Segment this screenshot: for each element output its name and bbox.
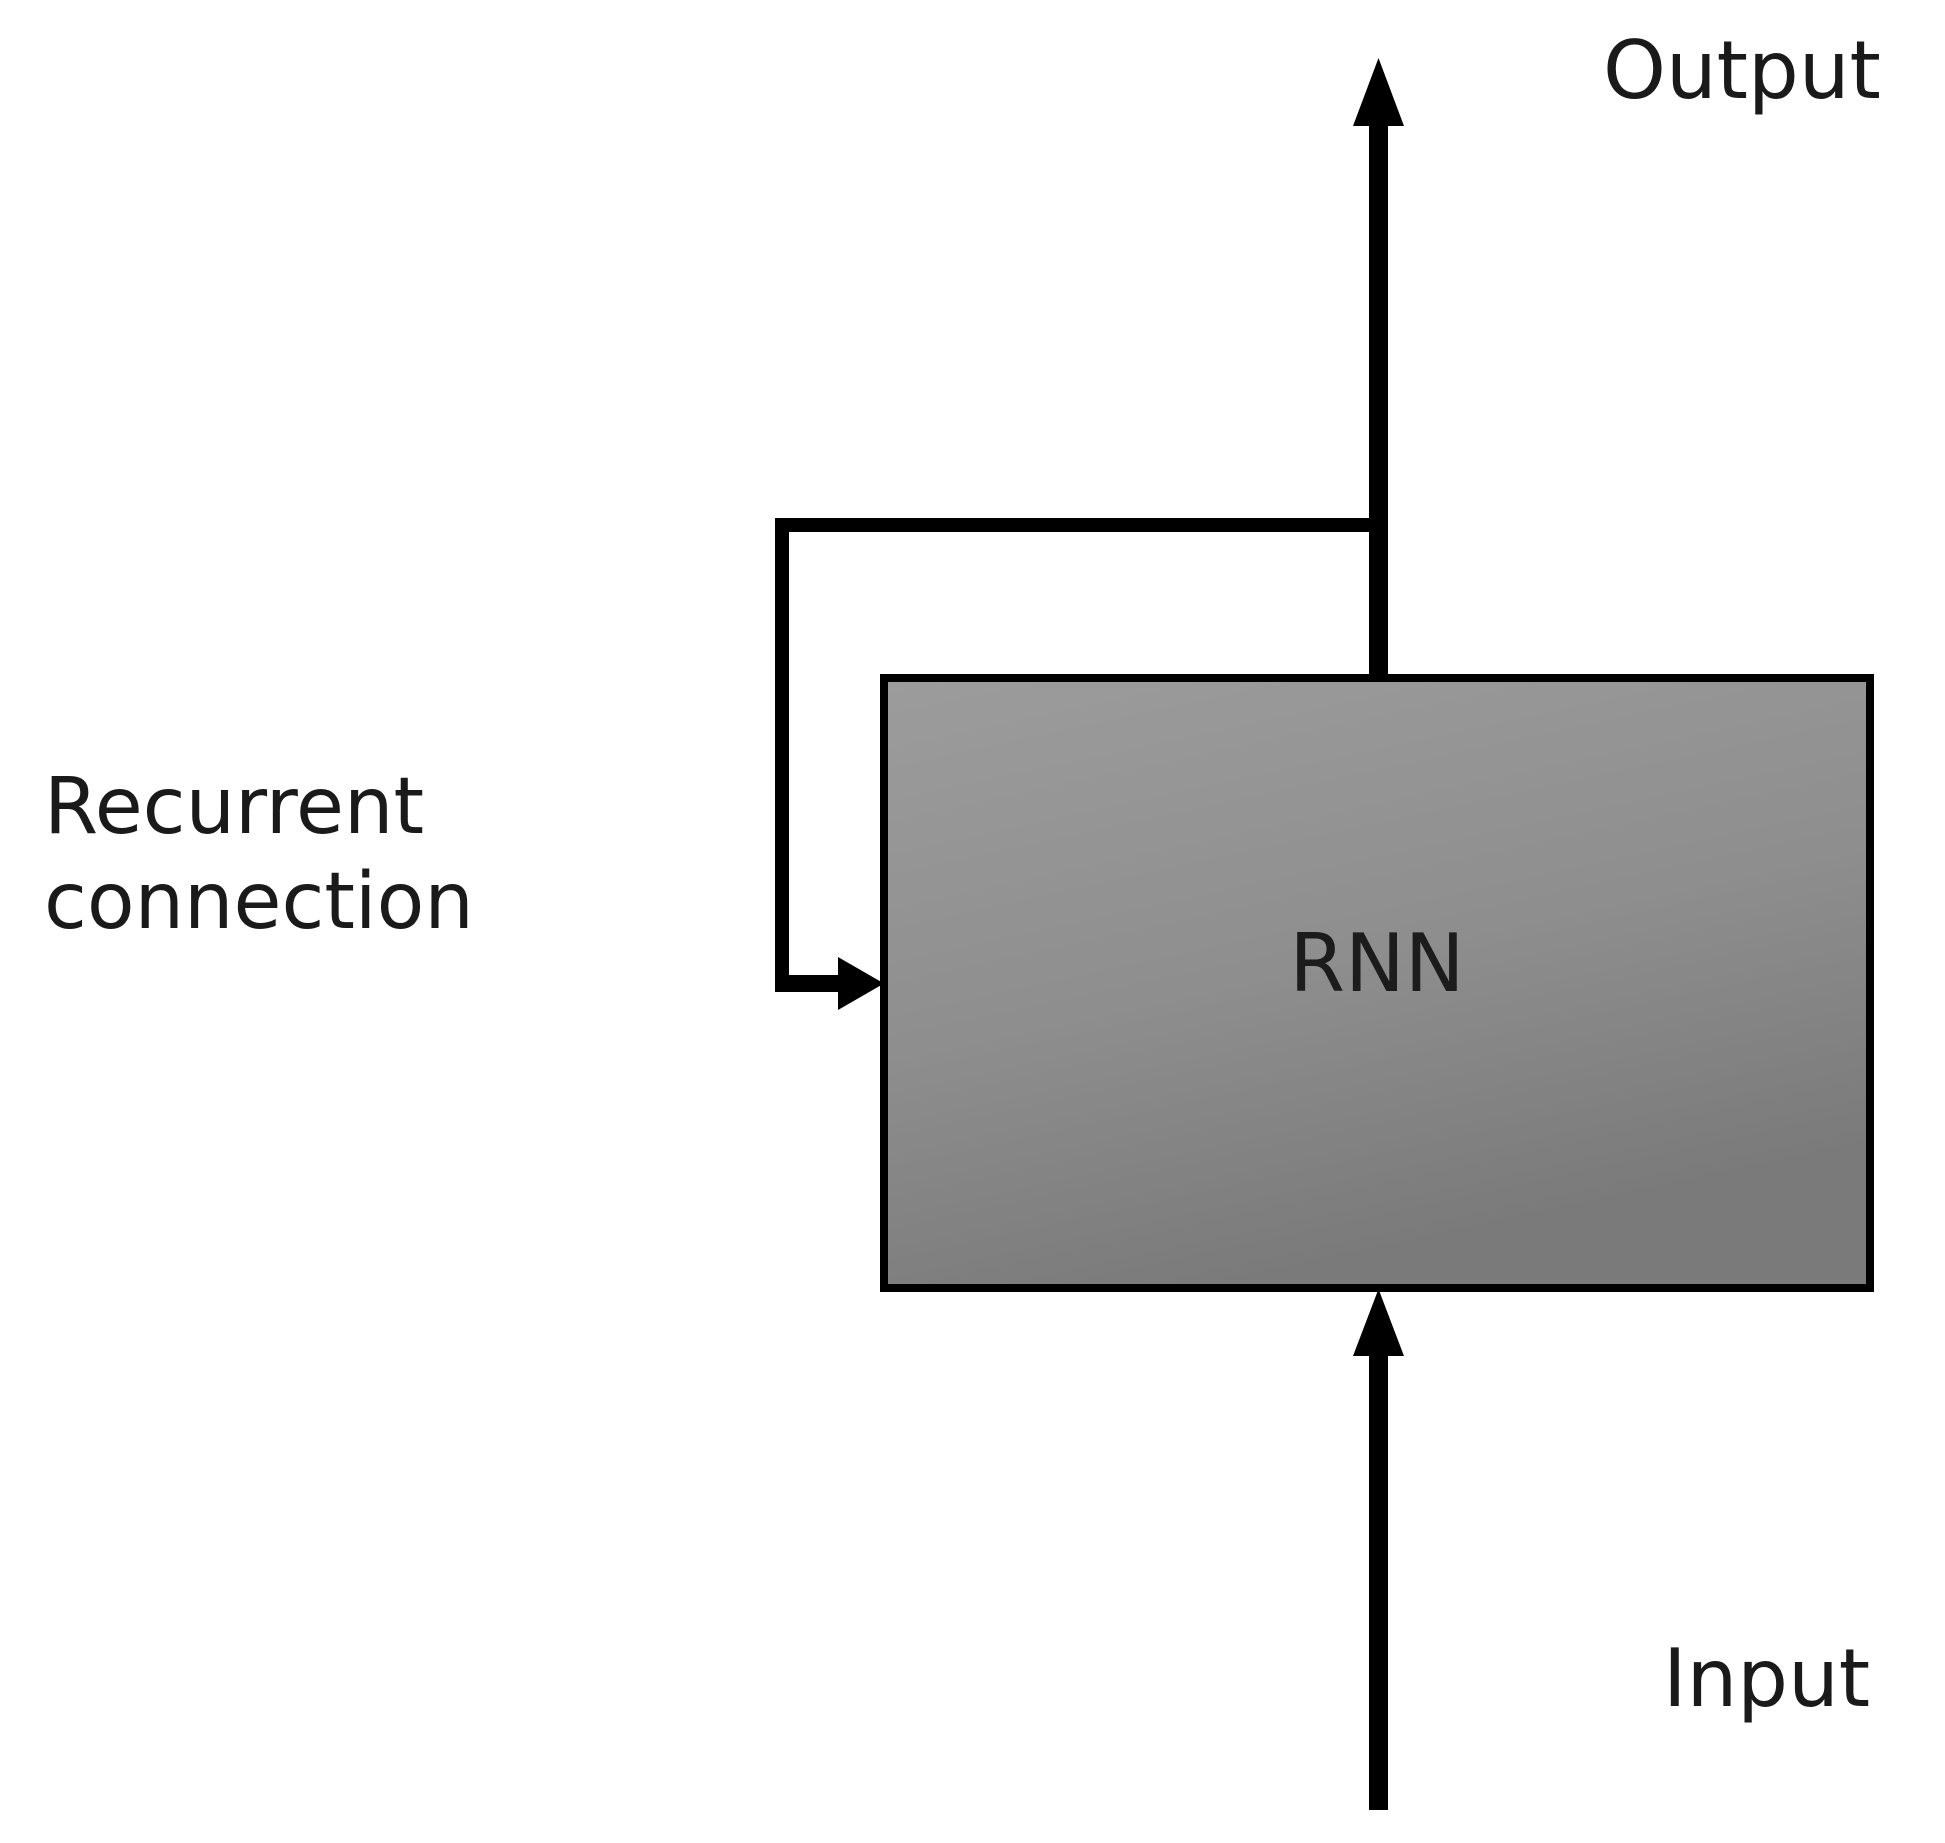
output-arrow-shaft <box>1369 100 1388 678</box>
input-label: Input <box>1663 1632 1871 1725</box>
rnn-block[interactable] <box>880 674 1874 1292</box>
output-arrow-head <box>1353 58 1404 126</box>
recurrent-top-segment <box>775 518 1388 532</box>
recurrent-label-line-1: Recurrent <box>44 762 425 852</box>
recurrent-vertical-segment <box>775 518 789 992</box>
recurrent-arrow-head <box>838 957 884 1010</box>
input-arrow-shaft <box>1369 1330 1388 1810</box>
rnn-block-label: RNN <box>1289 917 1465 1010</box>
output-label: Output <box>1603 24 1881 117</box>
input-arrow-head <box>1353 1289 1404 1356</box>
recurrent-label-line-2: connection <box>44 857 474 948</box>
